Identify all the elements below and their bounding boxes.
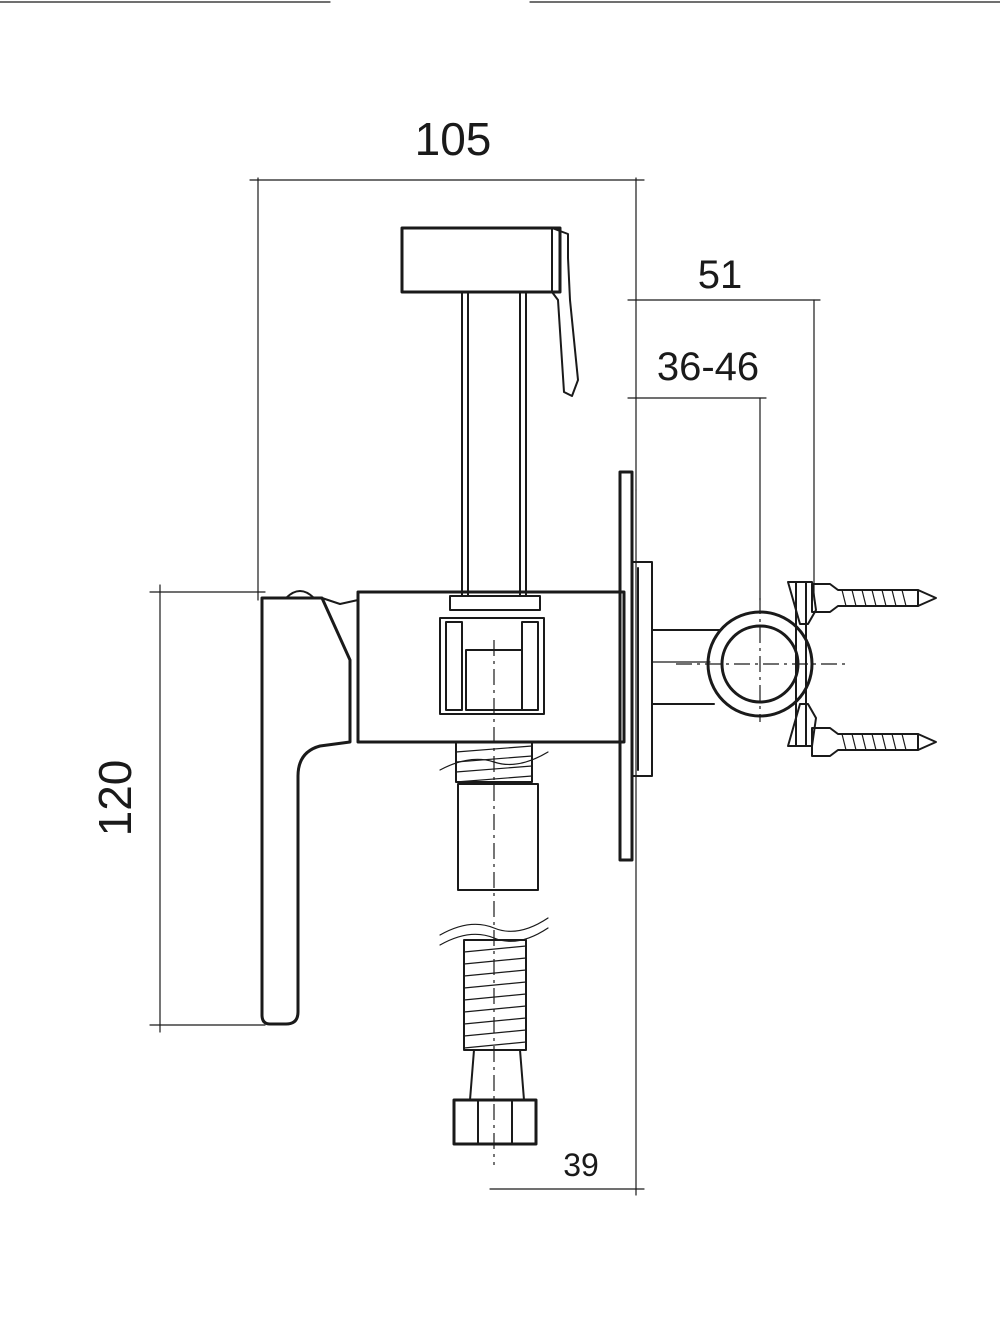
flexible-hose <box>439 783 549 1146</box>
dimension-height: 120 <box>89 584 266 1033</box>
dimension-overall-width: 105 <box>249 113 645 601</box>
dimension-label-105: 105 <box>415 113 492 165</box>
valve-handle <box>260 590 359 1026</box>
dimension-label-51: 51 <box>698 253 743 297</box>
sprayer-holder <box>651 581 850 747</box>
threaded-connector <box>439 741 549 783</box>
dimension-holder-depth: 51 <box>627 253 821 601</box>
wall-plate <box>618 470 653 862</box>
dimension-hose-offset: 39 <box>489 489 645 1196</box>
sprayer-head <box>400 226 579 597</box>
valve-body <box>356 590 626 1165</box>
dimension-label-120: 120 <box>89 760 141 837</box>
dimension-holder-adjust: 36-46 <box>627 345 767 601</box>
dimension-label-39: 39 <box>563 1147 599 1183</box>
wall-anchor-upper <box>811 583 937 613</box>
wall-anchor-lower <box>811 727 937 757</box>
dimension-label-36-46: 36-46 <box>657 345 759 389</box>
